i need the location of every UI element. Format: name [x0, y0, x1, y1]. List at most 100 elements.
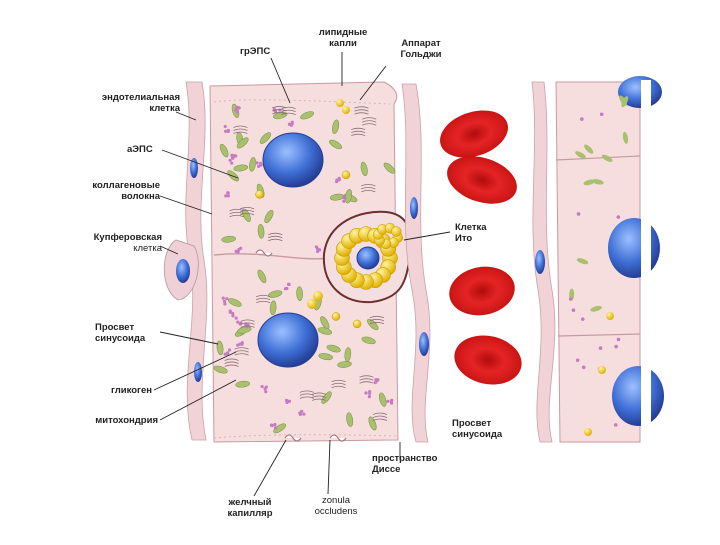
label-collagen-fibers: коллагеновые волокна — [92, 180, 160, 202]
glycogen-granule — [367, 395, 371, 399]
label-endothelial-cell: эндотелиальная клетка — [101, 92, 180, 114]
mitochondrion — [249, 157, 256, 172]
erythrocyte — [447, 156, 517, 204]
mitochondrion — [344, 347, 352, 362]
er-cisterna — [351, 127, 366, 137]
glycogen-granule — [614, 344, 618, 349]
er-cisterna — [256, 294, 271, 304]
mitochondrion — [264, 209, 274, 224]
erythrocytes — [440, 110, 522, 385]
mitochondrion — [337, 361, 352, 368]
lipid-droplet — [336, 99, 344, 107]
label-glycogen: гликоген — [110, 385, 152, 396]
mitochondrion — [233, 164, 249, 172]
glycogen-granule — [575, 358, 580, 363]
mitochondrion — [326, 344, 341, 353]
er-cisterna — [224, 358, 239, 367]
ito-lipid — [391, 226, 402, 237]
mitochondrion — [329, 139, 343, 150]
er-cisterna — [240, 319, 255, 328]
er-cisterna — [372, 412, 388, 421]
glycogen-granule — [581, 365, 586, 370]
glycogen-granule — [236, 320, 240, 324]
mitochondrion — [576, 258, 589, 265]
lipid-droplet — [598, 366, 606, 374]
ito-lipid-droplets — [334, 222, 404, 290]
glycogen-granule — [613, 423, 618, 427]
glycogen-granule — [598, 346, 603, 350]
mitochondrion — [575, 151, 586, 159]
er-cisterna — [229, 208, 244, 218]
er-cisterna — [281, 106, 296, 115]
label-ito-cell: Клетка Ито — [455, 222, 487, 244]
erythrocyte — [454, 335, 522, 385]
ito-nucleus — [356, 246, 380, 270]
left-sinusoid-wall — [163, 81, 208, 441]
lipid-droplet — [606, 312, 614, 320]
lipid-droplet — [331, 312, 341, 321]
mitochondrion — [346, 412, 354, 427]
mitochondrion — [317, 327, 333, 335]
kupffer-nucleus — [176, 259, 190, 283]
right-organelles — [568, 95, 629, 436]
hepatocyte-nucleus-bottom — [257, 312, 319, 368]
hepatocytes — [209, 81, 399, 443]
glycogen-granule — [568, 297, 573, 301]
erythrocyte — [449, 266, 515, 316]
lipid-droplet — [313, 291, 323, 301]
erythrocyte — [440, 110, 508, 158]
glycogen-granule — [616, 337, 621, 342]
mitochondrion — [318, 353, 333, 361]
label-kupffer-cell-2: клетка — [133, 243, 162, 254]
label-kupffer-cell: Купферовская — [93, 232, 162, 243]
mitochondrion — [378, 392, 387, 407]
lipid-droplet — [307, 299, 317, 309]
mitochondrion — [622, 131, 629, 144]
mitochondrion — [257, 224, 265, 239]
organelles — [213, 99, 396, 434]
label-lipid-droplets: липидные капли — [318, 27, 368, 49]
mitochondrion — [368, 416, 377, 431]
mitochondrion — [213, 365, 228, 374]
mitochondrion — [219, 143, 229, 158]
mitochondrion — [235, 380, 250, 388]
mitochondrion — [216, 340, 224, 356]
er-cisterna — [369, 315, 385, 325]
glycogen-granule — [230, 161, 234, 165]
mitochondrion — [257, 269, 267, 284]
er-cisterna — [354, 106, 369, 115]
glycogen-granule — [580, 117, 584, 121]
mitochondrion — [296, 286, 303, 301]
leader-lines — [153, 52, 451, 497]
label-sinusoid-lumen-right: Просвет синусоида — [452, 418, 503, 440]
er-cisterna — [331, 379, 346, 389]
hepatocyte-nucleus-top — [262, 132, 324, 188]
glycogen-granule — [571, 308, 576, 312]
lipid-droplet — [584, 428, 592, 436]
label-bile-capillary: желчный капилляр — [227, 497, 273, 519]
mitochondrion — [273, 423, 287, 434]
er-cisterna — [362, 117, 377, 126]
glycogen-granule — [616, 215, 621, 219]
glycogen-granule — [273, 422, 277, 427]
mitochondrion — [591, 179, 604, 185]
mitochondrion — [601, 154, 613, 163]
lipid-droplet — [342, 106, 350, 114]
er-cisterna — [239, 207, 255, 216]
lipid-droplet — [255, 190, 264, 199]
mitochondrion — [360, 161, 368, 177]
label-smooth-er: аЭПС — [127, 144, 153, 155]
label-mitochondrion: митохондрия — [95, 415, 158, 426]
er-cisterna — [268, 232, 283, 242]
mitochondrion — [241, 208, 251, 222]
right-hepatocyte-column — [531, 76, 664, 450]
er-cisterna — [311, 392, 327, 401]
label-golgi: Аппарат Гольджи — [400, 38, 442, 60]
mitochondrion — [621, 96, 629, 108]
mitochondrion — [332, 119, 340, 134]
glycogen-granule — [599, 112, 604, 117]
lipid-droplet — [352, 319, 362, 329]
glycogen-granule — [223, 302, 227, 306]
